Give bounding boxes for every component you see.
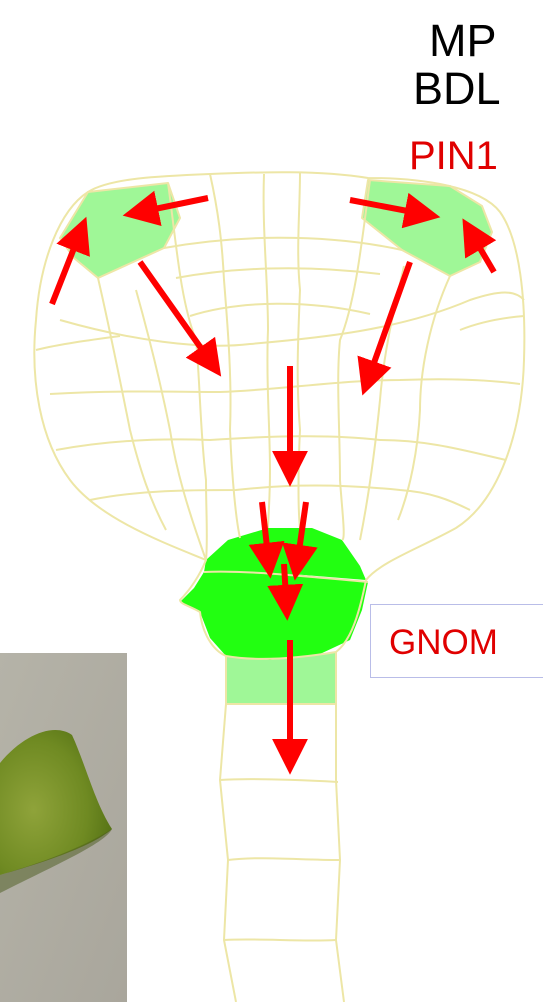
suspensor-green-cell [226, 652, 336, 704]
arrow-right-diagonal [370, 262, 410, 374]
pin1-label: PIN1 [409, 136, 498, 176]
mp-label: MP [429, 18, 497, 63]
upper-left-green-cell [60, 183, 180, 278]
hypophysis-lower-cell [180, 572, 368, 660]
upper-right-green-cell [362, 180, 492, 276]
embryo-photo-inset [0, 653, 127, 1002]
gnom-label: GNOM [389, 625, 498, 660]
bdl-label: BDL [413, 66, 501, 111]
gnom-callout: GNOM [370, 604, 543, 678]
arrow-hypophysis-center [284, 564, 286, 598]
arrow-left-upward [52, 238, 78, 304]
